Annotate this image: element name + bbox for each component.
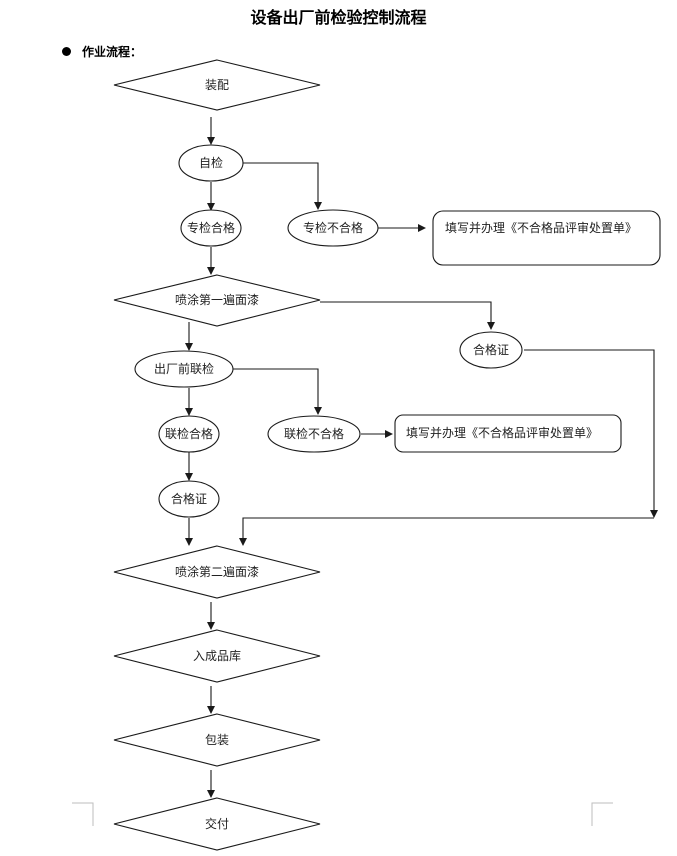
node-label: 专检不合格	[303, 220, 363, 235]
node-spray-second: 喷涂第二遍面漆	[113, 545, 321, 599]
document-title: 设备出厂前检验控制流程	[250, 8, 427, 27]
node-label: 装配	[205, 78, 229, 92]
node-label: 出厂前联检	[154, 361, 214, 376]
diamond-shape	[113, 59, 321, 111]
ellipse-shape	[459, 331, 523, 369]
node-joint-check: 出厂前联检	[134, 350, 234, 388]
ellipse-shape	[158, 415, 220, 453]
rounded-rect-shape	[394, 414, 622, 453]
node-label: 填写并办理《不合格品评审处置单》	[445, 220, 637, 235]
diamond-shape	[113, 713, 321, 767]
node-warehouse: 入成品库	[113, 629, 321, 683]
page-corner-mark-right	[591, 802, 613, 826]
node-self-check: 自检	[178, 144, 244, 182]
page-corner-mark-left	[72, 802, 94, 826]
bullet-icon	[62, 47, 71, 56]
node-packaging: 包装	[113, 713, 321, 767]
diamond-shape	[113, 629, 321, 683]
edge-selfcheck-specialfail	[243, 162, 322, 210]
node-joint-pass: 联检合格	[158, 415, 220, 453]
node-assembly: 装配	[113, 59, 321, 111]
node-label: 填写并办理《不合格品评审处置单》	[406, 425, 598, 440]
node-label: 自检	[199, 155, 223, 170]
ellipse-shape	[158, 480, 220, 518]
node-label: 入成品库	[193, 648, 241, 663]
node-label: 喷涂第二遍面漆	[175, 564, 259, 579]
node-label: 合格证	[473, 342, 509, 357]
ellipse-shape	[287, 209, 379, 247]
node-label: 喷涂第一遍面漆	[175, 292, 259, 307]
diamond-shape	[113, 274, 321, 327]
ellipse-shape	[178, 144, 244, 182]
edge-certificate1-down	[524, 349, 658, 518]
node-label: 包装	[205, 733, 229, 747]
node-certificate-2: 合格证	[158, 480, 220, 518]
node-special-pass: 专检合格	[180, 209, 242, 247]
node-nc-form-2: 填写并办理《不合格品评审处置单》	[394, 414, 622, 453]
section-heading: 作业流程：	[62, 43, 142, 60]
rounded-rect-shape	[432, 210, 661, 266]
node-label: 专检合格	[187, 220, 235, 235]
section-label: 作业流程：	[82, 45, 143, 59]
node-spray-first: 喷涂第一遍面漆	[113, 274, 321, 327]
edge-certificate1-spraysecond	[239, 517, 654, 546]
ellipse-shape	[180, 209, 242, 247]
diamond-shape	[113, 545, 321, 599]
ellipse-shape	[134, 350, 234, 388]
diamond-shape	[113, 797, 321, 851]
ellipse-shape	[267, 415, 361, 453]
connectors	[185, 117, 658, 798]
node-nc-form-1: 填写并办理《不合格品评审处置单》	[432, 210, 661, 266]
edge-jointcheck-jointfail	[233, 368, 322, 415]
edge-sprayfirst-certificate1	[320, 301, 495, 330]
node-label: 合格证	[171, 491, 207, 506]
node-special-fail: 专检不合格	[287, 209, 379, 247]
node-label: 联检不合格	[284, 426, 344, 441]
node-joint-fail: 联检不合格	[267, 415, 361, 453]
node-certificate-1: 合格证	[459, 331, 523, 369]
node-label: 交付	[205, 816, 229, 831]
node-delivery: 交付	[113, 797, 321, 851]
node-label: 联检合格	[165, 426, 213, 441]
